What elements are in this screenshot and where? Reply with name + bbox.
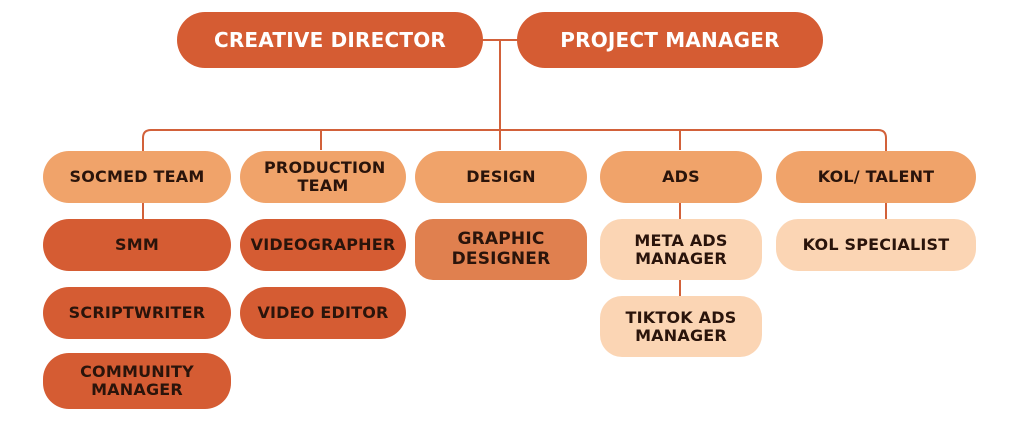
video-editor-label: VIDEO EDITOR [257, 303, 389, 323]
smm-label: SMM [115, 235, 159, 255]
graphic-designer-label: GRAPHIC DESIGNER [451, 229, 551, 269]
ads-box: ADS [600, 151, 762, 203]
scriptwriter-box: SCRIPTWRITER [43, 287, 231, 339]
graphic-designer-box: GRAPHIC DESIGNER [415, 219, 587, 280]
meta-ads-manager-box: META ADS MANAGER [600, 219, 762, 280]
creative-director-label: CREATIVE DIRECTOR [213, 27, 447, 52]
ads-label: ADS [662, 167, 700, 187]
design-label: DESIGN [466, 167, 536, 187]
socmed-team-box: SOCMED TEAM [43, 151, 231, 203]
community-manager-label: COMMUNITY MANAGER [80, 362, 194, 399]
socmed-team-label: SOCMED TEAM [69, 167, 205, 187]
kol-specialist-box: KOL SPECIALIST [776, 219, 976, 271]
community-manager-box: COMMUNITY MANAGER [43, 353, 231, 409]
kol-talent-label: KOL/ TALENT [817, 167, 935, 187]
kol-talent-box: KOL/ TALENT [776, 151, 976, 203]
production-team-label: PRODUCTION TEAM [264, 158, 386, 195]
tiktok-ads-manager-label: TIKTOK ADS MANAGER [625, 307, 737, 345]
kol-specialist-label: KOL SPECIALIST [802, 235, 950, 255]
videographer-label: VIDEOGRAPHER [250, 235, 396, 255]
production-team-box: PRODUCTION TEAM [240, 151, 406, 203]
design-box: DESIGN [415, 151, 587, 203]
project-manager-box: PROJECT MANAGER [517, 12, 823, 68]
team-bus-line [142, 129, 887, 152]
tiktok-ads-manager-box: TIKTOK ADS MANAGER [600, 296, 762, 357]
creative-director-box: CREATIVE DIRECTOR [177, 12, 483, 68]
video-editor-box: VIDEO EDITOR [240, 287, 406, 339]
scriptwriter-label: SCRIPTWRITER [68, 303, 206, 323]
smm-box: SMM [43, 219, 231, 271]
project-manager-label: PROJECT MANAGER [560, 27, 780, 52]
meta-ads-manager-label: META ADS MANAGER [634, 230, 728, 268]
videographer-box: VIDEOGRAPHER [240, 219, 406, 271]
